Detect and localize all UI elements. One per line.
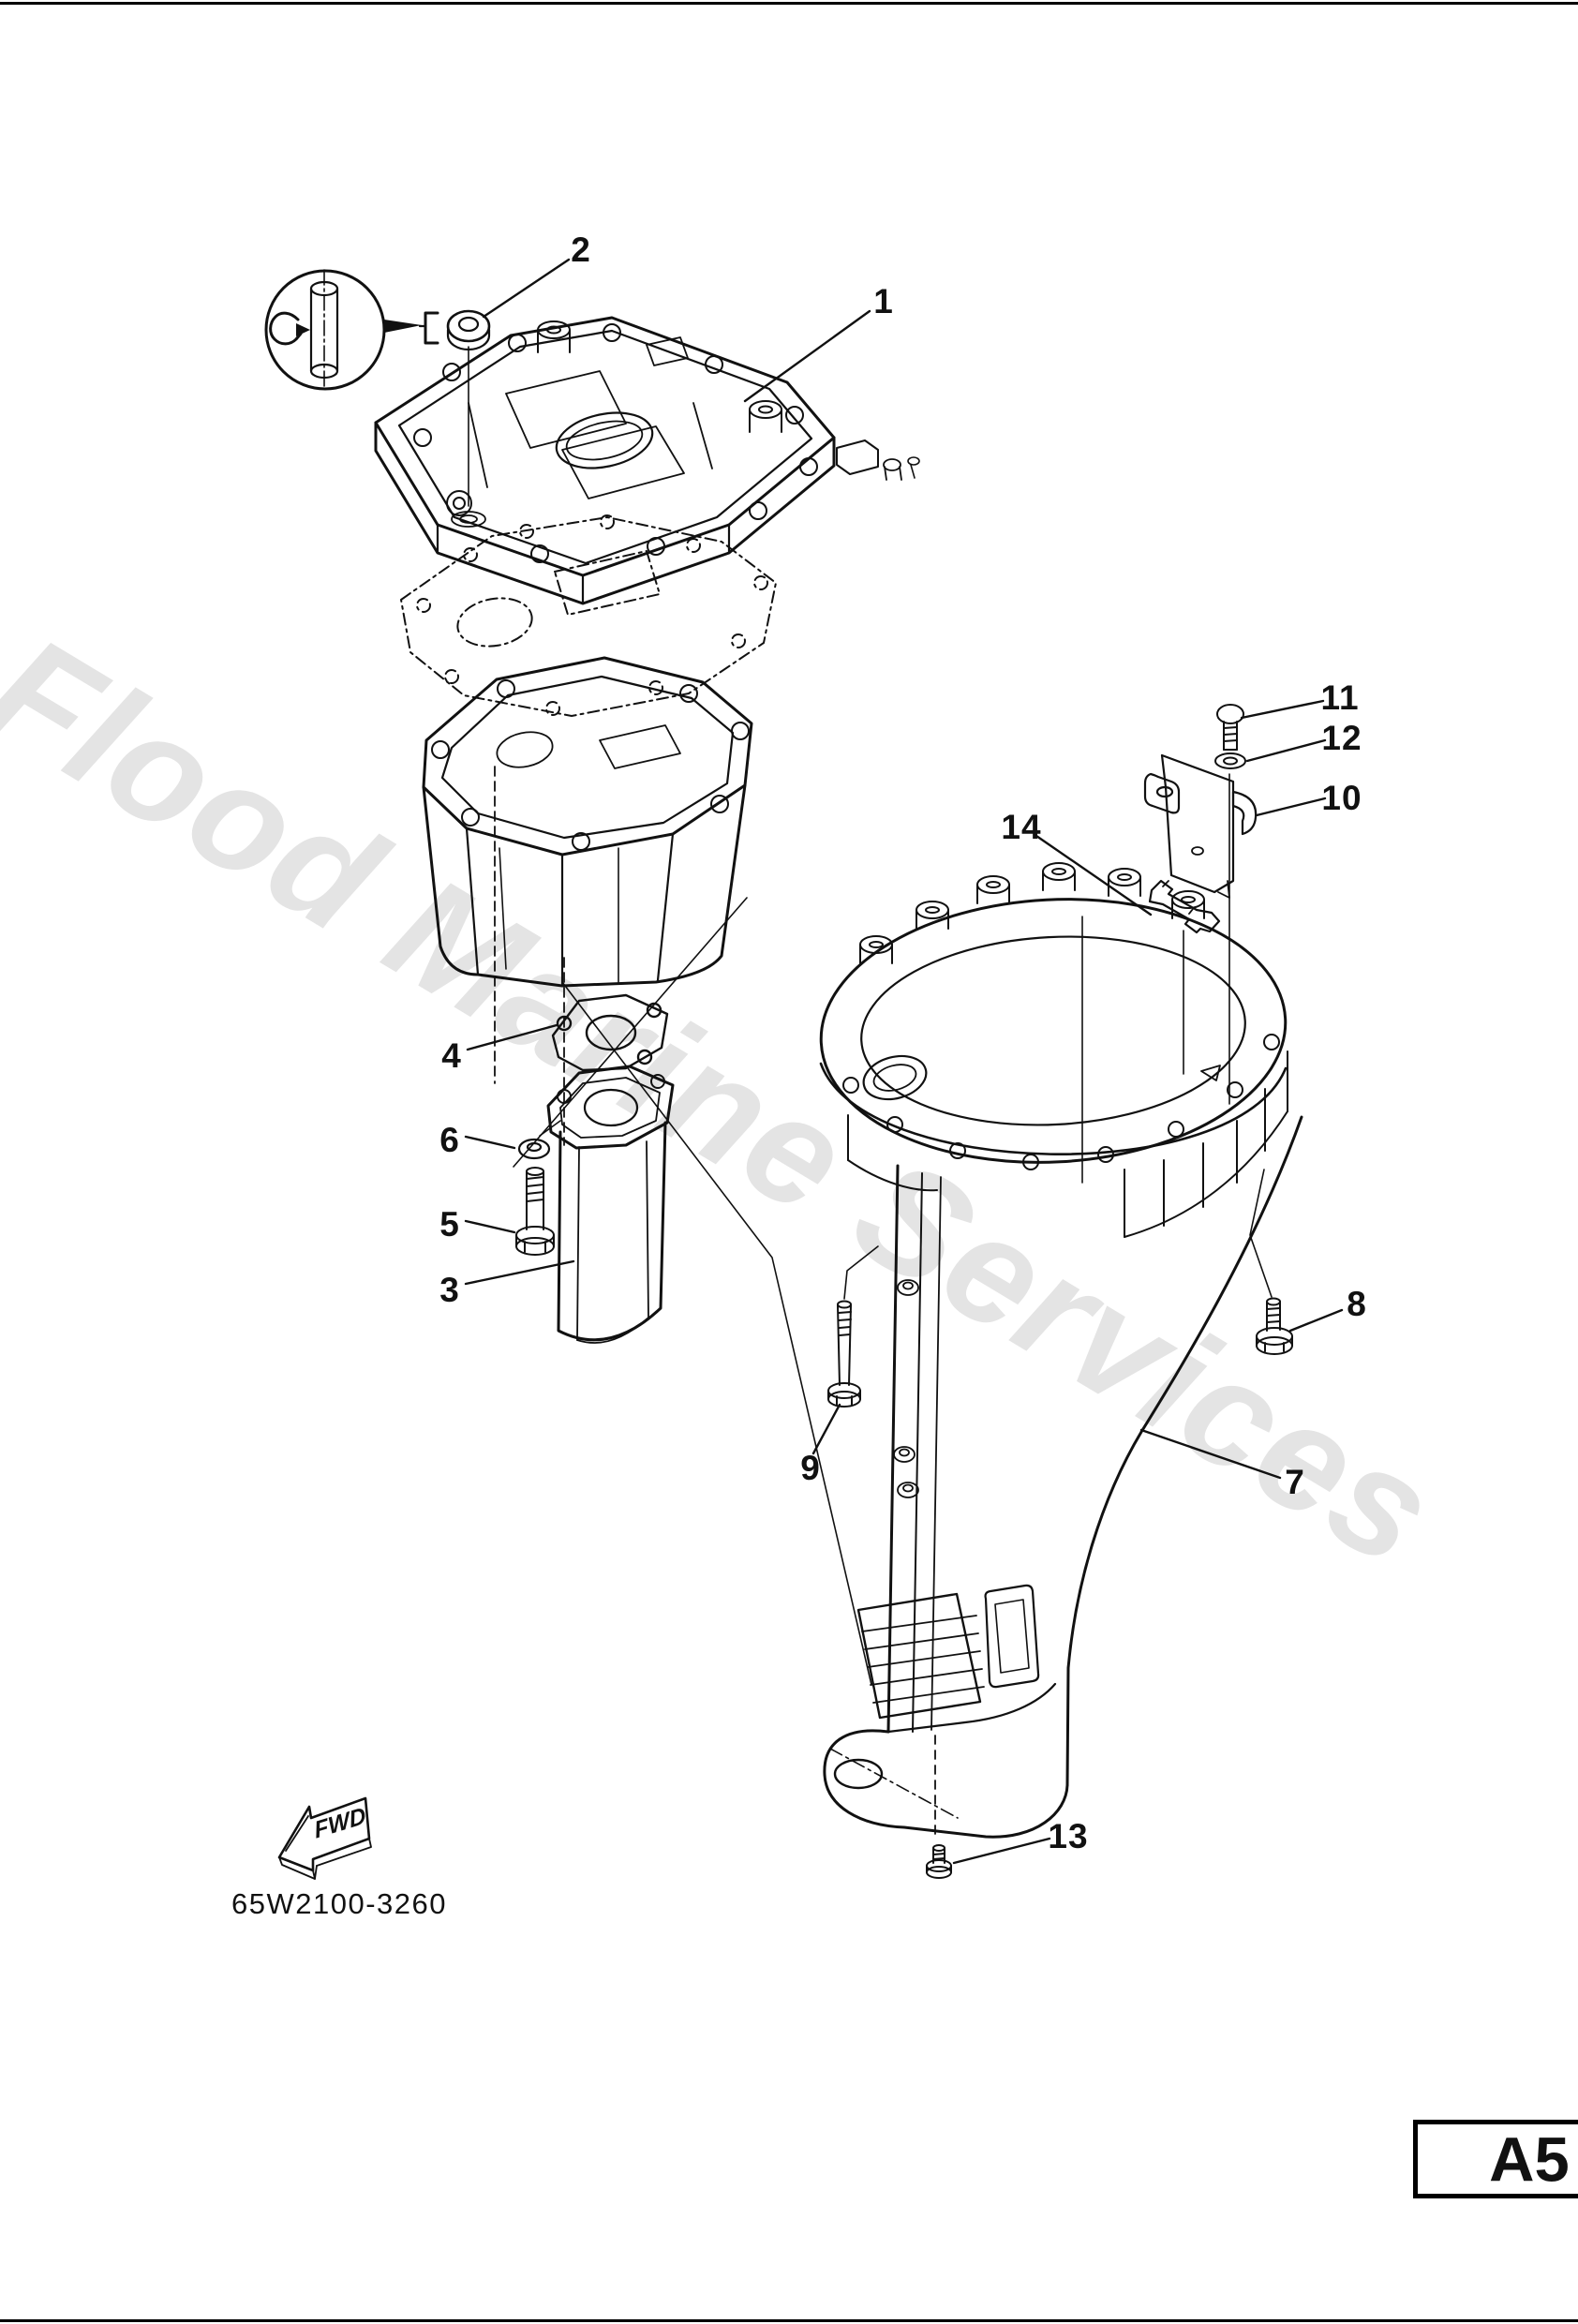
- locator-line: [561, 981, 872, 1686]
- grease-applicator-icon: [269, 311, 310, 346]
- clamp-14-part: [1148, 879, 1221, 934]
- bolt-13-part: [926, 1844, 952, 1879]
- callout-5: 5: [439, 1205, 460, 1244]
- guide-gasket-part: [400, 514, 777, 717]
- callout-9: 9: [800, 1449, 821, 1487]
- callout-13: 13: [1048, 1817, 1089, 1855]
- callout-4: 4: [441, 1036, 462, 1075]
- locator-line: [513, 897, 748, 1168]
- washer-6-part: [517, 1138, 551, 1160]
- bolt-5-part: [515, 1167, 555, 1256]
- page-code-box: [1413, 2120, 1578, 2198]
- assembly-axis-lines: [843, 773, 1273, 1300]
- callout-3: 3: [439, 1271, 460, 1309]
- washer-12-part: [1214, 752, 1246, 769]
- grease-note-detail-circle: [264, 269, 386, 391]
- bolt-9-part: [827, 1300, 861, 1408]
- callout-8: 8: [1347, 1285, 1367, 1323]
- page-border-top: [0, 2, 1578, 5]
- exhaust-guide-part: [374, 316, 920, 605]
- exhaust-gasket-part: [551, 993, 669, 1072]
- page-code: A5: [1489, 2124, 1570, 2196]
- callout-1: 1: [873, 282, 894, 320]
- callout-2: 2: [571, 231, 591, 269]
- bracket-10-part: [1143, 753, 1258, 899]
- page-border-bottom: [0, 2319, 1578, 2322]
- drawing-number: 65W2100-3260: [231, 1887, 447, 1920]
- callout-6: 6: [439, 1121, 460, 1159]
- leader-lines: [464, 258, 1344, 1865]
- screw-11-part: [1216, 704, 1244, 751]
- callout-11: 11: [1320, 678, 1360, 717]
- fwd-arrow: [277, 1796, 372, 1880]
- upper-casing-part: [819, 862, 1303, 1840]
- note-arrow-and-bracket: [384, 311, 439, 345]
- bolt-8-part: [1256, 1297, 1293, 1355]
- callout-14: 14: [1001, 808, 1042, 846]
- callout-10: 10: [1321, 779, 1362, 817]
- muffler-part: [539, 1065, 675, 1344]
- callout-12: 12: [1321, 719, 1362, 757]
- oil-pan-part: [422, 656, 753, 988]
- callout-7: 7: [1285, 1463, 1305, 1501]
